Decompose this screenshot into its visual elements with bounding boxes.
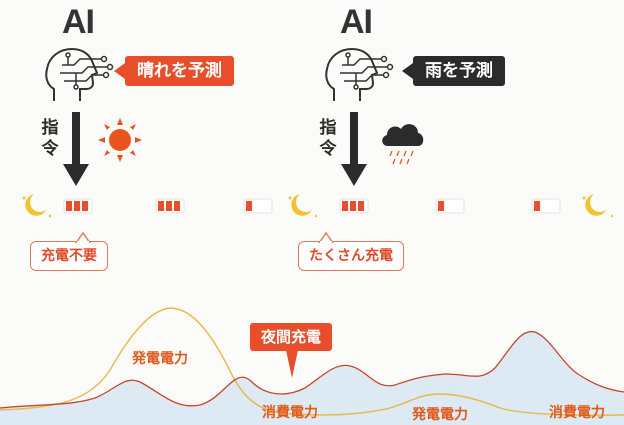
consumption-label-2: 消費電力 xyxy=(549,405,605,421)
bubble-tail-right xyxy=(318,232,334,243)
consumption-line xyxy=(0,331,624,409)
ai-head-icon xyxy=(45,47,114,101)
consumption-label-1: 消費電力 xyxy=(262,405,318,421)
moon-icon xyxy=(582,194,614,218)
moon-icon xyxy=(288,194,318,218)
battery-icon xyxy=(531,198,561,214)
night-charge-pointer xyxy=(286,350,298,378)
battery-icon xyxy=(339,198,369,214)
battery-timeline xyxy=(22,194,614,218)
right-down-arrow xyxy=(341,112,367,186)
generation-line xyxy=(0,307,624,416)
rain-cloud-icon xyxy=(382,124,424,165)
night-charge-callout: 夜間充電 xyxy=(250,323,333,351)
left-command-label: 指令 xyxy=(41,118,59,159)
battery-icon xyxy=(435,198,465,214)
battery-icon xyxy=(155,198,185,214)
rain-forecast-callout: 雨を予測 xyxy=(402,56,505,86)
heavy-charge-bubble: たくさん充電 xyxy=(298,241,404,271)
consumption-area xyxy=(0,331,624,425)
sunny-forecast-callout: 晴れを予測 xyxy=(114,56,234,86)
generation-label-2: 発電電力 xyxy=(412,407,468,423)
generation-label-1: 発電電力 xyxy=(132,351,188,367)
right-ai-title: AI xyxy=(340,3,373,41)
battery-icon xyxy=(63,198,93,214)
bubble-tail-left xyxy=(75,232,91,243)
left-ai-title: AI xyxy=(62,3,95,41)
energy-curves xyxy=(0,307,624,425)
sun-icon xyxy=(98,118,142,162)
ai-head-icon xyxy=(325,47,394,101)
right-command-label: 指令 xyxy=(319,118,337,159)
left-down-arrow xyxy=(63,112,89,186)
no-charge-bubble: 充電不要 xyxy=(30,241,108,271)
battery-icon xyxy=(243,198,273,214)
moon-icon xyxy=(22,194,52,218)
